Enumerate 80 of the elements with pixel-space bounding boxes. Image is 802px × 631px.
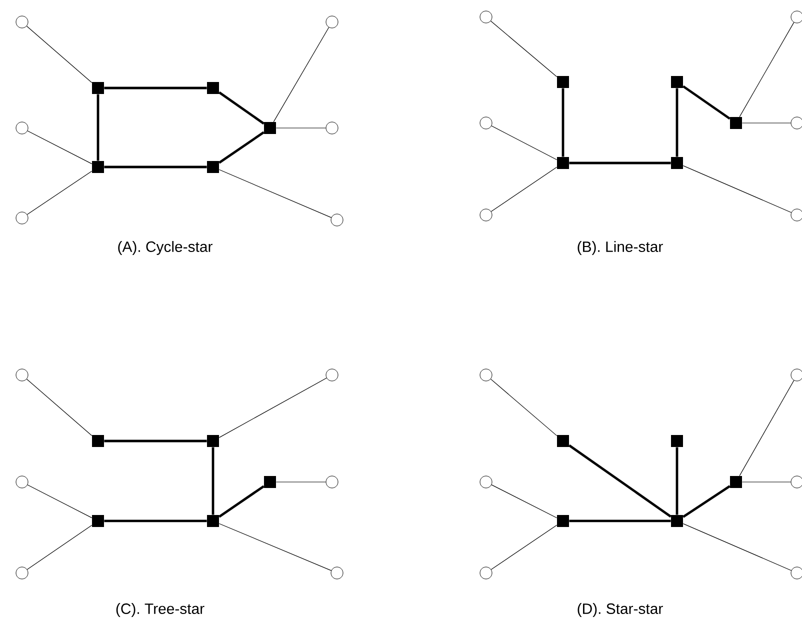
circle-node (326, 122, 338, 134)
edge-line (218, 523, 332, 571)
circle-node (480, 208, 492, 222)
square-node (557, 157, 569, 169)
circle-node (480, 476, 492, 488)
square-node (557, 76, 569, 88)
edge-line (26, 378, 92, 436)
square-node (92, 435, 104, 447)
square-node (92, 161, 104, 173)
edge-line (26, 170, 92, 215)
square-node (207, 515, 219, 527)
edge-line (569, 520, 671, 522)
square-node (730, 476, 742, 488)
edge-line (682, 85, 730, 120)
circle-node (16, 16, 28, 28)
square-node (671, 157, 683, 169)
square-node (730, 117, 742, 129)
edge-line (104, 520, 207, 522)
square-node (92, 82, 104, 94)
circle-node (480, 10, 492, 24)
edge-line (739, 380, 794, 476)
edge-line (490, 20, 558, 78)
circle-node (16, 476, 28, 488)
edge-line (218, 485, 264, 518)
circle-node (16, 566, 28, 580)
edge-line (491, 126, 558, 160)
edge-line (491, 484, 558, 518)
circle-node (480, 116, 492, 130)
edge-line (739, 22, 794, 118)
square-node (207, 435, 219, 447)
square-node (557, 435, 569, 447)
circle-node (326, 476, 338, 488)
square-node (671, 76, 683, 88)
square-node (264, 122, 276, 134)
edge-line (104, 440, 207, 442)
square-node (92, 515, 104, 527)
edge-line (273, 27, 330, 122)
circle-node (330, 566, 344, 580)
circle-node (16, 368, 28, 382)
edge-line (27, 130, 92, 164)
edge-line (490, 166, 558, 212)
edge-line (490, 378, 558, 436)
circle-node (16, 212, 28, 224)
edge-line (27, 484, 92, 518)
square-node (671, 435, 683, 447)
edge-line (218, 91, 264, 125)
edge-line (104, 86, 207, 90)
square-node (207, 82, 219, 94)
edge-line (490, 524, 558, 570)
caption: (A). Cycle-star (118, 241, 212, 255)
circle-node (326, 16, 338, 28)
square-node (264, 476, 276, 488)
circle-node (326, 368, 338, 382)
edge-line (104, 166, 207, 168)
edge-line (682, 523, 792, 571)
edge-line (218, 131, 264, 164)
caption: (B). Line-star (578, 241, 663, 255)
edge-line (96, 94, 100, 161)
circle-node (480, 368, 492, 382)
edge-line (218, 169, 332, 218)
circle-node (330, 214, 344, 226)
caption: (C). Tree-star (116, 603, 204, 617)
edge-line (212, 447, 214, 515)
edge-line (569, 162, 671, 164)
edge-line (682, 485, 730, 518)
circle-node (480, 566, 492, 580)
edge-line (26, 524, 92, 570)
square-node (207, 161, 219, 173)
square-node (671, 515, 683, 527)
edge-line (218, 378, 327, 438)
edge-line (676, 88, 678, 157)
edge-line (562, 88, 564, 157)
edge-line (568, 444, 672, 518)
edge-line (682, 165, 792, 213)
circle-node (16, 122, 28, 134)
caption: (D). Star-star (578, 603, 663, 617)
edge-line (676, 447, 678, 515)
square-node (557, 515, 569, 527)
edge-line (742, 122, 792, 124)
edge-line (26, 26, 92, 83)
